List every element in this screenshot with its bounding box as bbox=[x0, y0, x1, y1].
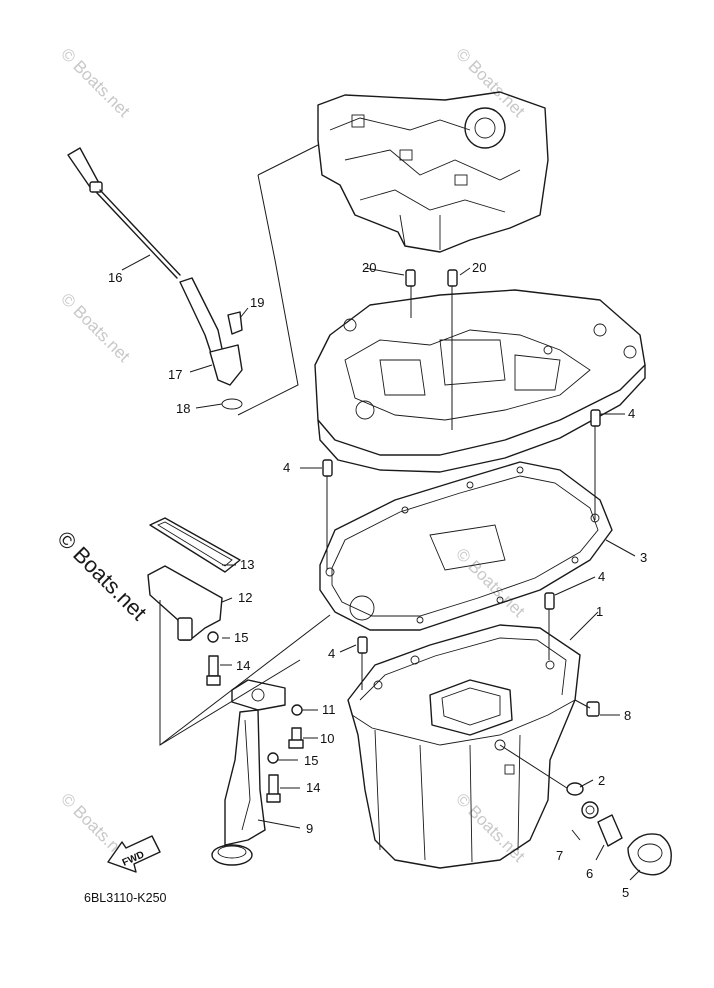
callout-5: 5 bbox=[622, 885, 629, 900]
callout-1: 1 bbox=[596, 604, 603, 619]
callout-14: 14 bbox=[236, 658, 250, 673]
callout-4: 4 bbox=[328, 646, 335, 661]
callout-16: 16 bbox=[108, 270, 122, 285]
exhaust-guide-plate bbox=[314, 289, 646, 473]
watermark: © Boats.net bbox=[57, 289, 134, 366]
callout-4: 4 bbox=[598, 569, 605, 584]
callout-20: 20 bbox=[362, 260, 376, 275]
dowel-pins-20 bbox=[405, 269, 458, 430]
callout-15: 15 bbox=[304, 753, 318, 768]
callout-19: 19 bbox=[250, 295, 264, 310]
strainer-assembly bbox=[147, 517, 331, 866]
callout-15: 15 bbox=[234, 630, 248, 645]
engine-block bbox=[317, 91, 549, 253]
callout-10: 10 bbox=[320, 731, 334, 746]
callout-14: 14 bbox=[306, 780, 320, 795]
callout-numbers: 20 20 4 4 3 4 1 4 2 8 7 6 5 9 10 11 15 1… bbox=[108, 260, 647, 900]
watermark: © Boats.net bbox=[452, 544, 529, 621]
callout-20: 20 bbox=[472, 260, 486, 275]
callout-18: 18 bbox=[176, 401, 190, 416]
callout-9: 9 bbox=[306, 821, 313, 836]
callout-8: 8 bbox=[624, 708, 631, 723]
callout-6: 6 bbox=[586, 866, 593, 881]
watermark: © Boats.net bbox=[57, 44, 134, 121]
dipstick-assembly bbox=[67, 144, 319, 416]
callout-13: 13 bbox=[240, 557, 254, 572]
dowel-pins-4 bbox=[322, 409, 601, 690]
copyright-label: © Boats.net bbox=[52, 526, 151, 625]
watermark: © Boats.net bbox=[452, 789, 529, 866]
callout-3: 3 bbox=[640, 550, 647, 565]
callout-4: 4 bbox=[283, 460, 290, 475]
watermark: © Boats.net bbox=[452, 44, 529, 121]
callout-4: 4 bbox=[628, 406, 635, 421]
callout-2: 2 bbox=[598, 773, 605, 788]
diagram-code: 6BL3110-K250 bbox=[84, 891, 167, 905]
callout-11: 11 bbox=[322, 702, 336, 717]
gasket bbox=[319, 461, 613, 631]
callout-7: 7 bbox=[556, 848, 563, 863]
callout-17: 17 bbox=[168, 367, 182, 382]
callout-12: 12 bbox=[238, 590, 252, 605]
oil-pan bbox=[347, 624, 581, 869]
leader-lines bbox=[121, 254, 641, 881]
drain-parts bbox=[499, 699, 672, 876]
